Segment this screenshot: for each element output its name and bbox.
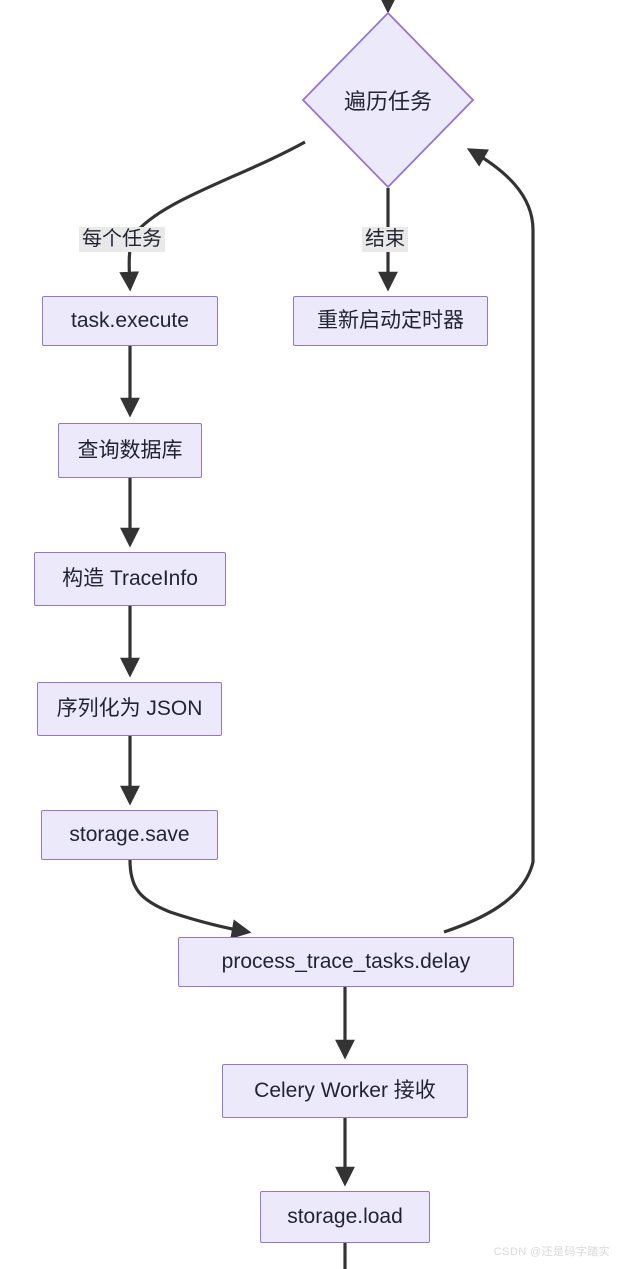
node-storage-load[interactable]: storage.load [260, 1191, 430, 1243]
node-storage-save[interactable]: storage.save [41, 810, 218, 860]
node-traverse-tasks[interactable]: 遍历任务 [301, 11, 475, 189]
node-restart-timer[interactable]: 重新启动定时器 [293, 296, 488, 346]
edge-traverse-to-task-execute [119, 140, 306, 292]
edge-label-finish: 结束 [362, 227, 408, 252]
node-serialize-json[interactable]: 序列化为 JSON [37, 682, 222, 736]
watermark: CSDN @还是码字踏实 [493, 1246, 610, 1258]
edge-label-each-task: 每个任务 [79, 227, 165, 252]
edge-storage-save-to-delay-task [128, 859, 252, 939]
diamond-shape [301, 11, 475, 189]
node-celery-worker-receive[interactable]: Celery Worker 接收 [222, 1064, 468, 1118]
node-task-execute[interactable]: task.execute [42, 296, 218, 346]
node-build-traceinfo[interactable]: 构造 TraceInfo [34, 552, 226, 606]
node-process-trace-tasks-delay[interactable]: process_trace_tasks.delay [178, 937, 514, 987]
node-traverse-tasks-label: 遍历任务 [343, 89, 432, 114]
edge-delay-task-to-traverse [443, 148, 535, 934]
node-query-database[interactable]: 查询数据库 [58, 423, 202, 478]
